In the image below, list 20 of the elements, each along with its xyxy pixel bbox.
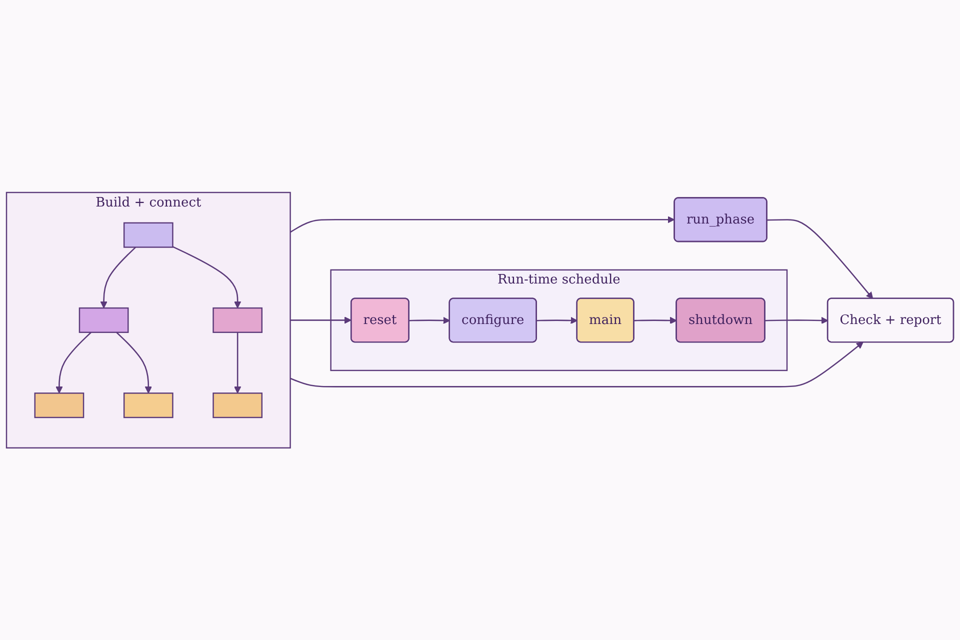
arrow <box>290 316 352 324</box>
arrow <box>56 332 92 394</box>
arrow <box>765 316 828 324</box>
cluster: Build + connect <box>6 192 291 448</box>
node-box <box>123 392 174 418</box>
node-box <box>34 392 84 418</box>
arrow <box>767 218 874 299</box>
node-box <box>123 222 174 248</box>
arrow <box>290 342 864 388</box>
node-box <box>78 307 129 333</box>
arrow <box>172 246 242 308</box>
arrow <box>290 216 675 233</box>
arrow <box>536 316 578 324</box>
arrow <box>234 332 242 394</box>
node-box <box>212 392 263 418</box>
node-box <box>212 307 263 333</box>
arrow <box>116 332 152 394</box>
arrow <box>634 316 677 324</box>
arrow <box>409 316 450 324</box>
arrow <box>100 246 136 308</box>
